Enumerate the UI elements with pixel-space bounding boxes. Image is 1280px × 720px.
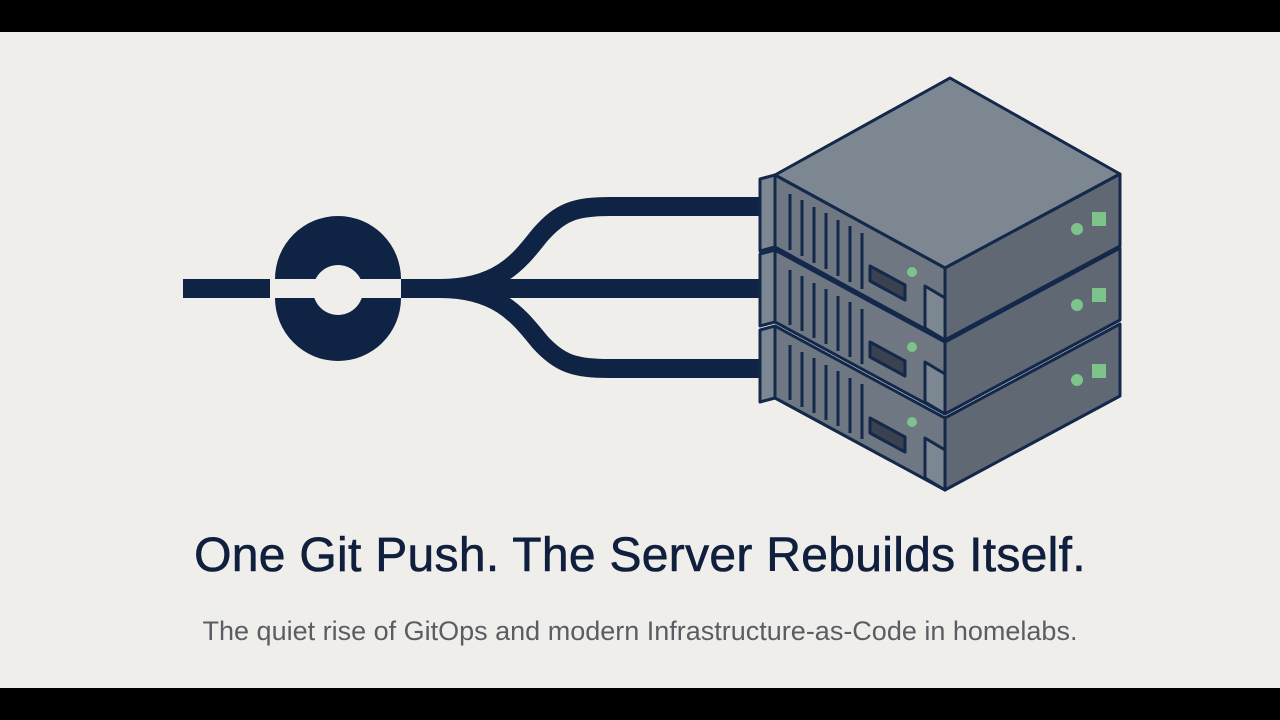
subheadline: The quiet rise of GitOps and modern Infr… (202, 616, 1078, 646)
git-commit-icon (183, 216, 406, 361)
server-3 (758, 322, 1122, 492)
slide: One Git Push. The Server Rebuilds Itself… (0, 32, 1280, 688)
server-rack-icon (758, 76, 1122, 492)
illustration (183, 76, 1122, 492)
server-2 (758, 246, 1122, 416)
server-1 (758, 76, 1122, 342)
branch-lines (401, 197, 760, 378)
headline: One Git Push. The Server Rebuilds Itself… (194, 529, 1086, 583)
